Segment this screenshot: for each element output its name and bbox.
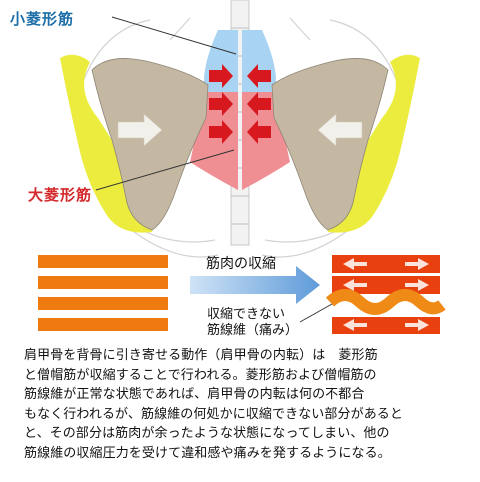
contraction-arrows-left xyxy=(209,64,233,144)
caption-line-2: と僧帽筋が収縮することで行われる。菱形筋および僧帽筋の xyxy=(24,367,377,383)
leader-line-minor xyxy=(111,16,237,55)
caption-line-3: 筋線維が正常な状態であれば、肩甲骨の内転は何の不都合 xyxy=(24,387,365,403)
cannot-contract-line1: 収縮できない xyxy=(207,307,286,322)
caption-line-1: 肩甲骨を背骨に引き寄せる動作（肩甲骨の内転）は 菱形筋 xyxy=(24,348,378,363)
scapula-left xyxy=(91,58,209,231)
scapula-right-arrow-icon xyxy=(317,113,363,147)
cannot-contract-line2: 筋線維（痛み） xyxy=(207,323,299,338)
leader-line-wavy xyxy=(299,303,333,323)
rhomboid-minor-left xyxy=(203,30,238,92)
rhomboid-major-label: 大菱形筋 xyxy=(28,186,93,204)
contracted-fiber-second xyxy=(332,276,440,294)
caption-line-5: と、その部分は筋肉が余ったような状態になってしまい、他の xyxy=(24,426,390,442)
cannot-contract-label: 収縮できない 筋線維（痛み） xyxy=(207,307,298,339)
contracted-fiber-top xyxy=(332,255,440,273)
contracted-fiber-bottom xyxy=(332,317,440,334)
caption-line-4: もなく行われるが、筋線維の何処かに収縮できない部分があると xyxy=(24,406,403,422)
leader-line-major xyxy=(95,149,235,191)
muscle-contraction-label: 筋肉の収縮 xyxy=(206,256,276,272)
scapula-left-arrow-icon xyxy=(117,113,163,147)
fiber-stripes xyxy=(38,255,168,331)
rhomboid-minor-right xyxy=(242,30,277,92)
rhomboid-minor-label: 小菱形筋 xyxy=(10,10,75,28)
caption-line-6: 筋線維の収縮圧力を受けて違和感や痛みを発するようになる。 xyxy=(24,445,391,461)
explanation-caption: 肩甲骨を背骨に引き寄せる動作（肩甲骨の内転）は 菱形筋 と僧帽筋が収縮することで… xyxy=(24,346,470,464)
contraction-direction-arrow-icon xyxy=(190,266,320,304)
contraction-arrows-right xyxy=(247,64,271,144)
wavy-uncontracted-fiber xyxy=(325,289,446,315)
scapula-right xyxy=(271,58,389,231)
